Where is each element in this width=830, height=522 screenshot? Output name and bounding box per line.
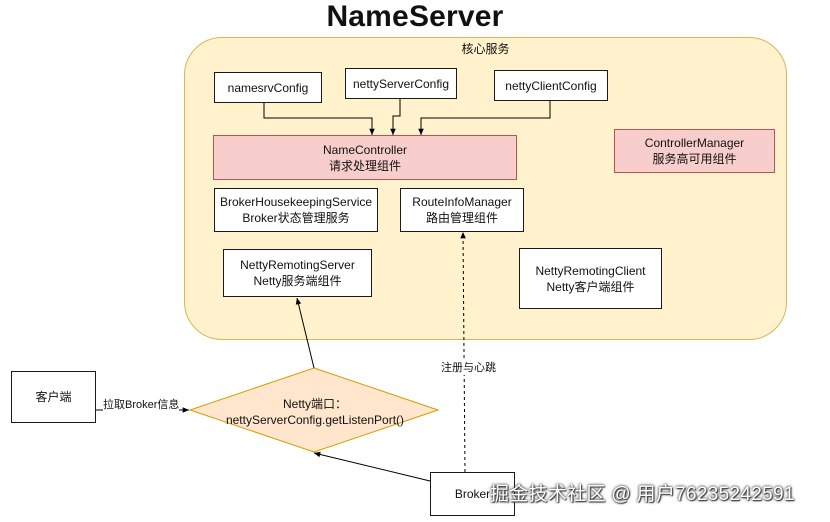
broker-node: Broker: [430, 472, 515, 516]
edge-server-config-to-controller: [390, 96, 401, 135]
netty-port-title: Netty端口：: [282, 397, 347, 411]
diagram-title: NameServer: [326, 0, 504, 33]
client-node: 客户端: [11, 371, 96, 423]
route-info-manager-subtitle: 路由管理组件: [425, 211, 498, 225]
broker-housekeeping-subtitle: Broker状态管理服务: [242, 211, 350, 225]
edge-broker-to-port: [313, 451, 431, 482]
broker-housekeeping-node: BrokerHousekeepingService Broker状态管理服务: [214, 188, 378, 232]
name-controller-title: NameController: [322, 142, 408, 157]
netty-server-config-node: nettyServerConfig: [345, 68, 457, 99]
netty-remoting-client-node: NettyRemotingClient Netty客户端组件: [519, 248, 662, 309]
name-controller-node: NameController 请求处理组件: [213, 135, 517, 180]
netty-port-text: Netty端口： nettyServerConfig.getListenPort…: [200, 396, 430, 428]
netty-remoting-server-subtitle: Netty服务端组件: [253, 274, 342, 288]
watermark: 掘金技术社区 @ 用户76235242591: [490, 484, 795, 505]
route-info-manager-node: RouteInfoManager 路由管理组件: [400, 188, 524, 232]
controller-manager-title: ControllerManager: [644, 136, 745, 150]
netty-client-config-node: nettyClientConfig: [494, 70, 608, 101]
controller-manager-subtitle: 服务高可用组件: [652, 152, 737, 166]
core-services-label: 核心服务: [461, 42, 510, 56]
edge-label-broker-to-route: 注册与心跳: [441, 361, 496, 375]
namesrv-config-label: namesrvConfig: [227, 80, 309, 95]
name-controller-subtitle: 请求处理组件: [328, 158, 401, 173]
edge-port-to-remoting-server: [295, 297, 315, 369]
netty-client-config-label: nettyClientConfig: [505, 78, 597, 93]
controller-manager-node: ControllerManager 服务高可用组件: [614, 129, 775, 173]
broker-label: Broker: [454, 487, 491, 501]
netty-remoting-server-node: NettyRemotingServer Netty服务端组件: [223, 249, 372, 297]
broker-housekeeping-title: BrokerHousekeepingService: [219, 195, 373, 209]
edge-label-client-to-port: 拉取Broker信息: [103, 398, 180, 412]
route-info-manager-title: RouteInfoManager: [412, 195, 512, 209]
edge-namesrv-to-controller: [263, 103, 375, 135]
edge-broker-to-route: [460, 231, 466, 473]
edge-client-config-to-controller: [418, 101, 551, 135]
netty-port-subtitle: nettyServerConfig.getListenPort(): [225, 413, 405, 427]
netty-remoting-server-title: NettyRemotingServer: [240, 258, 355, 272]
client-label: 客户端: [35, 390, 72, 404]
netty-server-config-label: nettyServerConfig: [352, 76, 450, 91]
netty-remoting-client-subtitle: Netty客户端组件: [546, 279, 635, 294]
namesrv-config-node: namesrvConfig: [214, 72, 322, 103]
netty-remoting-client-title: NettyRemotingClient: [535, 263, 646, 278]
